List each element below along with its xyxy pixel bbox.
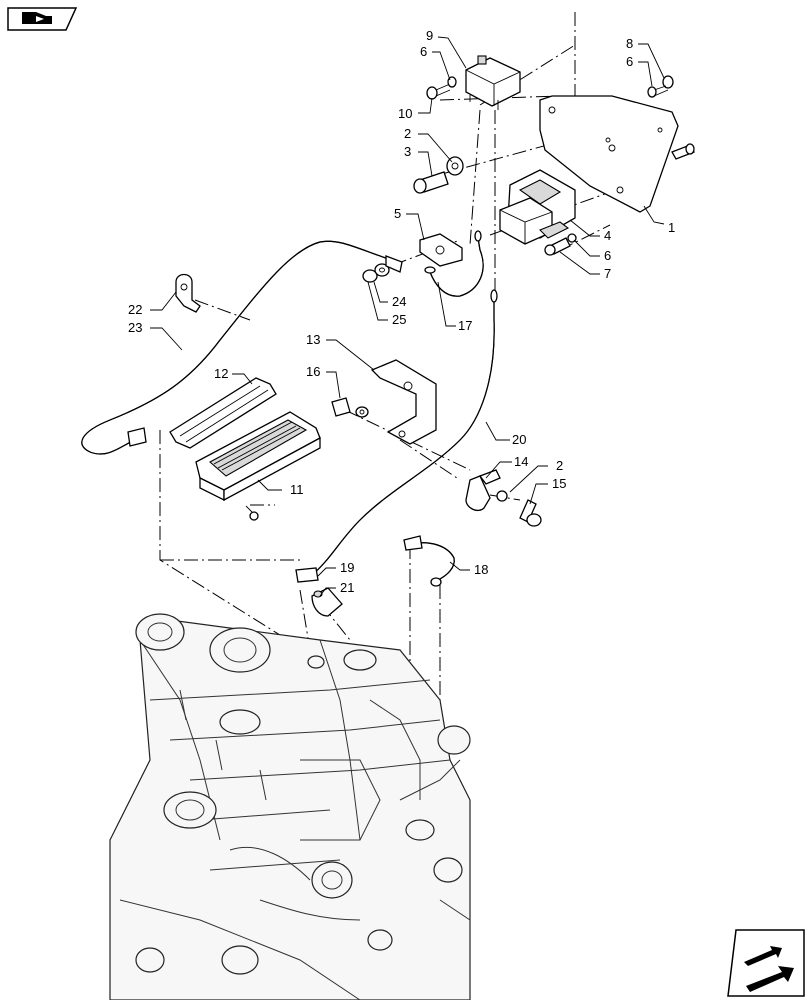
callout-12: 12 bbox=[214, 366, 228, 381]
clamp-part-22 bbox=[175, 273, 201, 313]
callout-labels: 1 2 2 3 4 5 6 6 6 7 8 9 10 11 12 13 14 1… bbox=[128, 28, 675, 595]
callout-15: 15 bbox=[552, 476, 566, 491]
callout-14: 14 bbox=[514, 454, 528, 469]
callout-1: 1 bbox=[668, 220, 675, 235]
relay-part-9 bbox=[465, 55, 521, 110]
callout-3: 3 bbox=[404, 144, 411, 159]
callout-18: 18 bbox=[474, 562, 488, 577]
callout-11: 11 bbox=[290, 482, 304, 497]
screw-part-7 bbox=[544, 233, 577, 256]
callout-23: 23 bbox=[128, 320, 142, 335]
cap-part-21 bbox=[311, 587, 343, 617]
callout-8: 8 bbox=[626, 36, 633, 51]
callout-4: 4 bbox=[604, 228, 611, 243]
cable-part-18 bbox=[403, 535, 455, 587]
bracket-part-13 bbox=[370, 359, 437, 445]
callout-19: 19 bbox=[340, 560, 354, 575]
nut-part-16 bbox=[331, 397, 369, 418]
callout-17: 17 bbox=[458, 318, 472, 333]
connector-part-5 bbox=[419, 233, 463, 267]
callout-21: 21 bbox=[340, 580, 354, 595]
screw-part-8 bbox=[647, 75, 674, 98]
callout-6: 6 bbox=[420, 44, 427, 59]
cable-part-17 bbox=[424, 230, 484, 297]
callout-9: 9 bbox=[426, 28, 433, 43]
callout-6: 6 bbox=[626, 54, 633, 69]
next-page-arrow-icon[interactable] bbox=[727, 929, 805, 997]
cable-part-20 bbox=[295, 289, 498, 583]
bolt-part-15 bbox=[496, 490, 542, 527]
mounting-plate-part-1 bbox=[539, 95, 679, 213]
callout-5: 5 bbox=[394, 206, 401, 221]
engine-assembly bbox=[109, 613, 471, 1000]
callout-7: 7 bbox=[604, 266, 611, 281]
callout-24: 24 bbox=[392, 294, 406, 309]
callout-10: 10 bbox=[398, 106, 412, 121]
callout-25: 25 bbox=[392, 312, 406, 327]
module-part-11 bbox=[195, 411, 321, 521]
nut-part-24 bbox=[362, 263, 390, 283]
callout-16: 16 bbox=[306, 364, 320, 379]
bolt-part-3 bbox=[413, 156, 464, 194]
cable-part-23 bbox=[81, 240, 403, 455]
callout-2: 2 bbox=[556, 458, 563, 473]
clamp-part-14 bbox=[465, 469, 501, 512]
callout-13: 13 bbox=[306, 332, 320, 347]
gasket-part-12 bbox=[169, 377, 277, 449]
callout-2: 2 bbox=[404, 126, 411, 141]
leader-lines bbox=[150, 36, 665, 597]
back-navigation-icon[interactable] bbox=[7, 7, 78, 31]
screw-part-10 bbox=[426, 76, 457, 100]
callout-6: 6 bbox=[604, 248, 611, 263]
callout-20: 20 bbox=[512, 432, 526, 447]
callout-22: 22 bbox=[128, 302, 142, 317]
screw-right-of-plate bbox=[671, 143, 695, 160]
fuse-holder-part-4 bbox=[499, 169, 576, 245]
